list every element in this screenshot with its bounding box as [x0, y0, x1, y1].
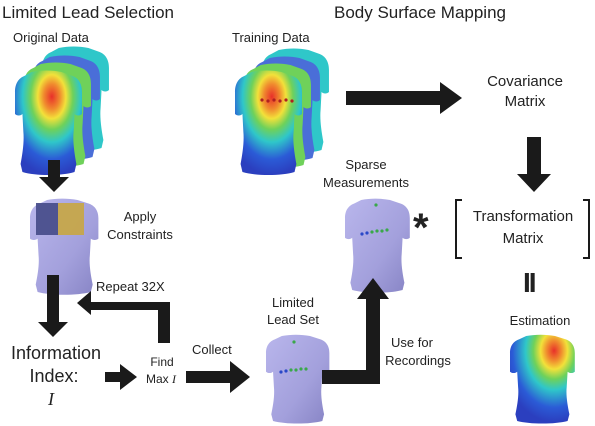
- transformation-brackets: [455, 199, 590, 259]
- arrow-find-to-limited: [186, 361, 250, 393]
- label-transformation-matrix-line2: Matrix: [502, 230, 544, 247]
- arrow-training-to-covariance: [346, 82, 462, 114]
- label-information-index-line1: Information: [10, 343, 102, 363]
- arrow-repeat-loop: [77, 291, 170, 343]
- label-repeat: Repeat 32X: [96, 279, 165, 294]
- label-use-for-line1: Use for: [391, 335, 433, 350]
- label-training-data: Training Data: [232, 30, 310, 45]
- arrow-use-for-recordings: [322, 278, 389, 384]
- label-estimation: Estimation: [509, 313, 571, 328]
- equals-symbol: II: [523, 267, 536, 298]
- header-limited-lead-selection: Limited Lead Selection: [2, 3, 175, 22]
- training-data-torso-stack: [235, 48, 329, 175]
- arrow-covariance-down: [517, 137, 551, 192]
- arrows: [38, 82, 551, 393]
- label-sparse-measurements-line1: Sparse: [345, 157, 387, 172]
- label-apply-constraints-line2: Constraints: [107, 227, 173, 242]
- arrow-info-to-find: [105, 364, 137, 390]
- label-find-symbol: I: [172, 372, 177, 386]
- label-transformation-matrix-line1: Transformation: [472, 208, 574, 225]
- label-covariance-matrix-line2: Matrix: [504, 93, 546, 110]
- original-data-torso-stack: [15, 46, 109, 175]
- label-find-line2: Max I: [146, 372, 177, 387]
- multiply-symbol: *: [413, 206, 429, 250]
- header-body-surface-mapping: Body Surface Mapping: [334, 3, 506, 22]
- label-covariance-matrix-line1: Covariance: [487, 73, 563, 90]
- arrow-original-down: [39, 160, 69, 192]
- label-limited-lead-set-line1: Limited: [272, 295, 314, 310]
- label-use-for-line2: Recordings: [385, 353, 451, 368]
- label-collect: Collect: [192, 342, 232, 357]
- sparse-measurements-torso: [345, 198, 410, 293]
- label-sparse-measurements-line2: Measurements: [323, 175, 409, 190]
- arrow-constraints-down: [38, 275, 68, 337]
- constraints-torso: [30, 198, 99, 295]
- label-apply-constraints-line1: Apply: [123, 209, 157, 224]
- label-find-line1: Find: [150, 355, 174, 369]
- label-limited-lead-set-line2: Lead Set: [266, 312, 320, 327]
- estimation-torso: [510, 334, 575, 424]
- label-information-index-symbol: I: [48, 389, 54, 409]
- label-original-data: Original Data: [13, 30, 89, 45]
- limited-lead-set-torso: [266, 334, 330, 424]
- label-information-index-line2: Index:: [29, 366, 79, 386]
- label-find-max: Max: [146, 372, 169, 386]
